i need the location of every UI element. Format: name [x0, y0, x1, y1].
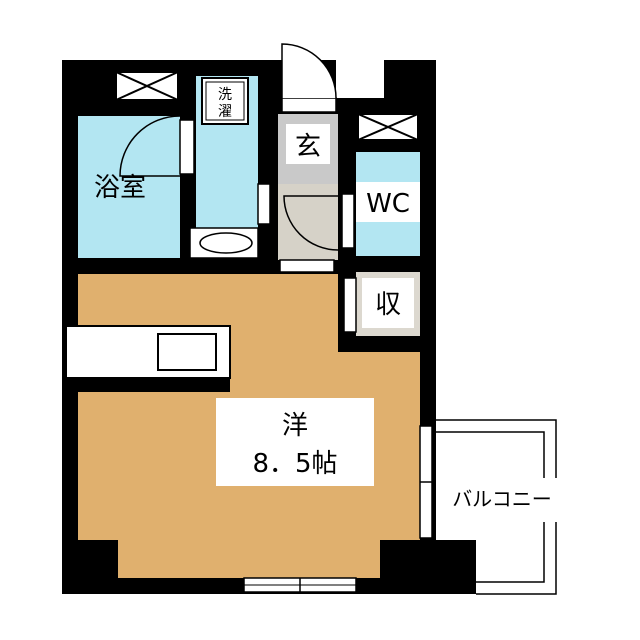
western-room-size: 8．5帖	[252, 449, 337, 479]
hallway-door-to-room	[279, 259, 335, 273]
toilet-door	[341, 193, 355, 249]
laundry-door	[257, 183, 271, 225]
laundry-box-inner	[205, 81, 245, 121]
hallway-door-swing	[283, 195, 339, 251]
bathroom-vent-x2	[115, 71, 179, 101]
balcony-label-box	[436, 478, 568, 522]
western-room-label: 洋	[282, 411, 308, 441]
corner-pillar-left	[62, 540, 118, 594]
toilet-label-box	[356, 182, 420, 222]
laundry-box	[201, 77, 249, 125]
storage-label: 収	[375, 290, 401, 320]
entrance-label: 玄	[295, 132, 321, 162]
bathroom-label: 浴室	[94, 173, 146, 203]
storage-label-box	[362, 278, 414, 328]
bathroom-door-swing	[119, 115, 181, 177]
kitchen-sink	[157, 333, 217, 371]
laundry-label-1: 洗	[218, 87, 232, 103]
western-room-label-box	[216, 398, 374, 486]
toilet-vent-x2	[357, 113, 419, 141]
balcony-label: バルコニー	[452, 487, 552, 511]
bathroom-floor	[78, 116, 180, 258]
balcony-pillar	[384, 540, 476, 594]
bathroom-door	[179, 119, 195, 175]
storage-door	[343, 277, 357, 333]
entrance-door-swing	[281, 43, 337, 99]
entrance-door	[281, 97, 337, 113]
toilet-label: WC	[366, 189, 410, 219]
entrance-label-box	[286, 124, 330, 164]
laundry-label-2: 濯	[218, 104, 232, 120]
kitchen-counter-shadow	[70, 378, 230, 392]
wall-notch	[336, 56, 384, 98]
washbasin-bowl	[199, 232, 253, 254]
